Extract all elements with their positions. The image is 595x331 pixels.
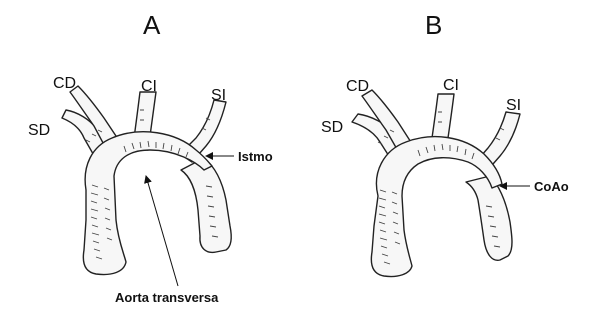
panel-b-label: B	[425, 10, 442, 40]
panel-b-ci-label: CI	[443, 77, 459, 94]
panel-a-sd-label: SD	[28, 122, 50, 139]
panel-a: A CD SD CI SI Istmo Aorta transversa	[28, 10, 273, 305]
panel-a-isthmus-label: Istmo	[238, 149, 273, 164]
panel-b-sd-label: SD	[321, 119, 343, 136]
panel-a-ci-label: CI	[141, 78, 157, 95]
panel-a-descending-aorta	[181, 158, 231, 252]
panel-b: B CD SD CI SI CoAo	[321, 10, 569, 277]
panel-a-transverse-label: Aorta transversa	[115, 290, 219, 305]
panel-a-aortic-arch	[83, 132, 212, 275]
panel-b-coarctation-label: CoAo	[534, 179, 569, 194]
panel-a-cd-label: CD	[53, 75, 76, 92]
panel-b-descending-aorta	[466, 176, 512, 260]
panel-a-si-label: SI	[211, 87, 226, 104]
panel-a-transverse-arrow	[146, 176, 178, 286]
panel-a-label: A	[143, 10, 161, 40]
panel-b-si-label: SI	[506, 97, 521, 114]
panel-b-cd-label: CD	[346, 78, 369, 95]
